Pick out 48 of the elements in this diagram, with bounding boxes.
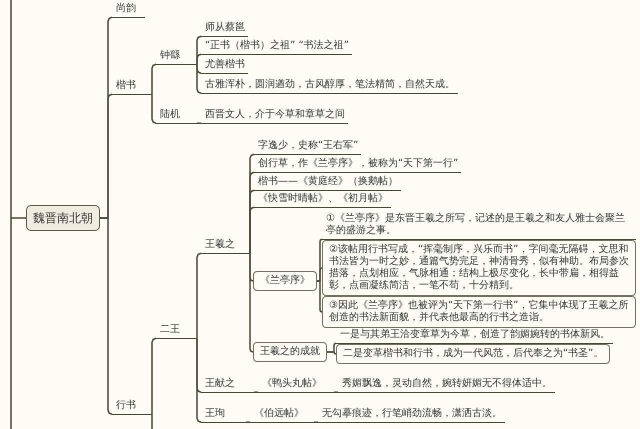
connector-line <box>196 54 202 65</box>
connector-line <box>151 94 157 124</box>
topic-label: 尚韵 <box>112 3 145 18</box>
topic-box: ③因此《兰亭序》也被评为“天下第一行书”，它集中体现了王羲之所创造的书法新面貌，并代表他最高的行书之造诣。 <box>322 296 636 328</box>
topic-label: 师从蔡邕 <box>201 22 248 37</box>
connector-line <box>245 422 250 423</box>
connector-line <box>196 122 201 124</box>
connector-line <box>249 252 254 353</box>
topic-box: 王羲之的成就 <box>253 342 327 362</box>
connector-line <box>333 392 338 393</box>
topic-label: 钟繇 <box>156 50 197 65</box>
topic-label: 《快雪时晴帖》、《初月帖》 <box>254 193 391 208</box>
connector-line <box>327 351 337 355</box>
connector-line <box>196 338 202 423</box>
topic-label: 陆机 <box>156 109 197 124</box>
topic-label: 《鸭头丸帖》 <box>258 378 334 393</box>
connector-line <box>313 422 318 423</box>
topic-label: 西晋文人，介于今草和章草之间 <box>201 109 348 124</box>
topic-label: “正书（楷书）之祖” “书法之祖” <box>201 40 352 55</box>
connector-line <box>196 252 202 339</box>
topic-label: 楷书——《黄庭经》（换鹅帖） <box>254 176 401 191</box>
topic-label: 二王 <box>156 324 197 339</box>
topic-label: 尤善楷书 <box>201 59 248 74</box>
connector-line <box>317 280 323 313</box>
connector-line <box>151 414 153 429</box>
topic-label: 字逸少，史称“王右军” <box>254 140 362 155</box>
topic-label: 王羲之 <box>201 239 250 254</box>
topic-label: 创行草，作《兰亭序》，被称为“天下第一行” <box>254 158 462 173</box>
connector-line <box>151 64 157 95</box>
topic-label: 楷书 <box>112 80 152 95</box>
root-topic-box: 魏晋南北朝 <box>26 205 100 231</box>
connector-line <box>249 206 255 254</box>
connector-line <box>196 64 202 94</box>
topic-label: 王珣 <box>201 408 246 423</box>
topic-label: 古雅浑朴，圆润遒劲，古风醇厚，笔法精简，自然天成。 <box>201 79 458 94</box>
connector-line <box>11 217 26 219</box>
topic-box: ②该帖用行书写成，“挥毫制序，兴乐而书”，字间毫无隔碍，文思和书法皆为一时之妙，通篇气势完足，神清骨秀，似有神助。布局参次措落，点划相应，气脉相通；结构上极尽变化，长中带扁，相得益彰，点画凝练简洁，一笔不苟，十分精到。 <box>322 240 636 296</box>
connector-line <box>317 267 323 282</box>
topic-label: 秀媚飘逸，灵动自然，婉转妍媚无不得体适中。 <box>338 378 555 393</box>
topic-label: 《伯远帖》 <box>250 408 314 423</box>
connector-line <box>100 217 113 415</box>
topic-box: 《兰亭序》 <box>253 271 317 291</box>
topic-label: 王献之 <box>201 378 254 393</box>
topic-label: 行书 <box>112 400 152 415</box>
connector-line <box>253 392 258 393</box>
topic-box: 二是变革楷书和行书，成为一代风范，后代奉之为“书圣”。 <box>336 344 610 364</box>
connector-line <box>151 338 157 415</box>
topic-label: 无勾摹痕迹，行笔峭劲流畅，潇洒古淡。 <box>318 408 505 423</box>
